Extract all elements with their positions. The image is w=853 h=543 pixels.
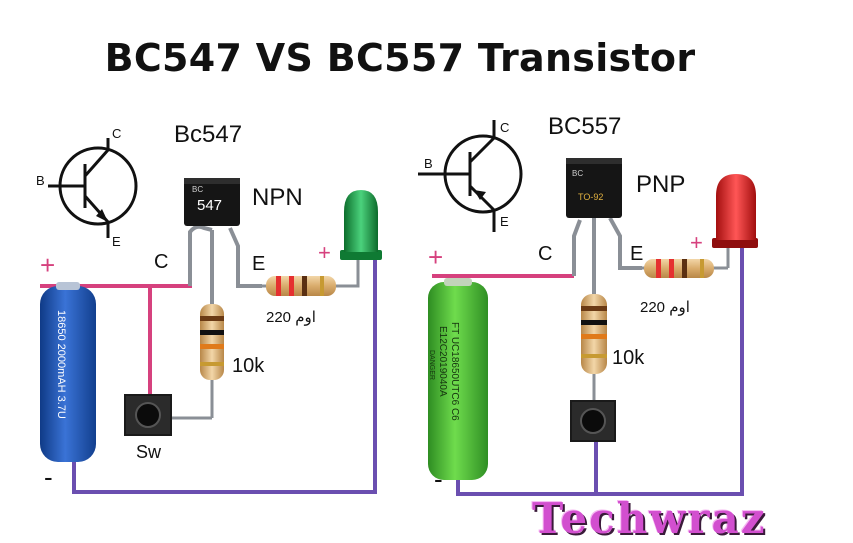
pnp-transistor-package: BC TO-92 [566,158,642,296]
pnp-circuit: C B E BC557 PNP BC TO-92 C E [418,113,758,496]
pnp-negative-wire [456,438,598,496]
npn-pin-c-label: C [154,251,168,273]
pnp-led-red [712,174,758,268]
pnp-type-label: PNP [636,171,685,198]
npn-type-label: NPN [252,184,303,211]
pnp-battery-text-1: FT UC18650UTC6 C6 [449,322,460,421]
pnp-plus-label: + [428,242,443,272]
npn-symbol-b: B [36,173,45,188]
pnp-body-text: TO-92 [578,192,603,202]
npn-body-brand: BC [192,185,203,194]
npn-push-switch [124,394,172,436]
brand-watermark: Techwraz [532,494,767,543]
pnp-symbol-b: B [424,156,433,171]
npn-part-label: Bc547 [174,121,242,148]
pnp-negative-wire-led [596,248,744,496]
npn-battery-text: 18650 2000mAH 3.7U [55,310,67,419]
pnp-resistor-10k [581,290,607,400]
npn-led-plus: + [318,240,331,265]
npn-led-green [340,190,382,288]
pnp-transistor-symbol [418,120,523,232]
npn-minus-label: - [44,462,53,492]
npn-battery: 18650 2000mAH 3.7U [40,282,96,462]
pnp-symbol-e: E [500,214,509,229]
pnp-resistor-220 [642,259,728,278]
npn-transistor-symbol [48,138,138,238]
pnp-symbol-c: C [500,120,509,135]
npn-symbol-e: E [112,234,121,249]
npn-body-text: 547 [197,197,222,214]
npn-plus-label: + [40,250,55,280]
pnp-led-plus: + [690,230,703,255]
npn-switch-label: Sw [136,442,162,462]
pnp-resistor-10k-label: 10k [612,347,645,369]
pnp-part-label: BC557 [548,113,621,140]
page-title: BC547 VS BC557 Transistor [104,36,696,80]
pnp-pin-c-label: C [538,243,552,265]
pnp-resistor-220-label: 220 اوم [640,299,690,316]
pnp-body-brand: BC [572,169,583,178]
pnp-battery: FT UC18650UTC6 C6 E12C2019040A DANGER [428,278,488,480]
npn-resistor-220 [262,276,352,296]
npn-resistor-10k-label: 10k [232,355,265,377]
npn-resistor-220-label: 220 اوم [266,309,316,326]
pnp-push-switch [570,400,616,442]
npn-circuit: C B E Bc547 NPN BC 547 C E [36,121,382,494]
npn-transistor-package: BC 547 [184,178,262,305]
npn-negative-wire [72,260,377,494]
pnp-battery-text-3: DANGER [428,350,435,380]
pnp-minus-label: - [434,464,443,494]
npn-resistor-10k [172,300,224,420]
npn-pin-e-label: E [252,253,265,275]
pnp-battery-text-2: E12C2019040A [437,326,448,397]
pnp-pin-e-label: E [630,243,643,265]
npn-symbol-c: C [112,126,121,141]
